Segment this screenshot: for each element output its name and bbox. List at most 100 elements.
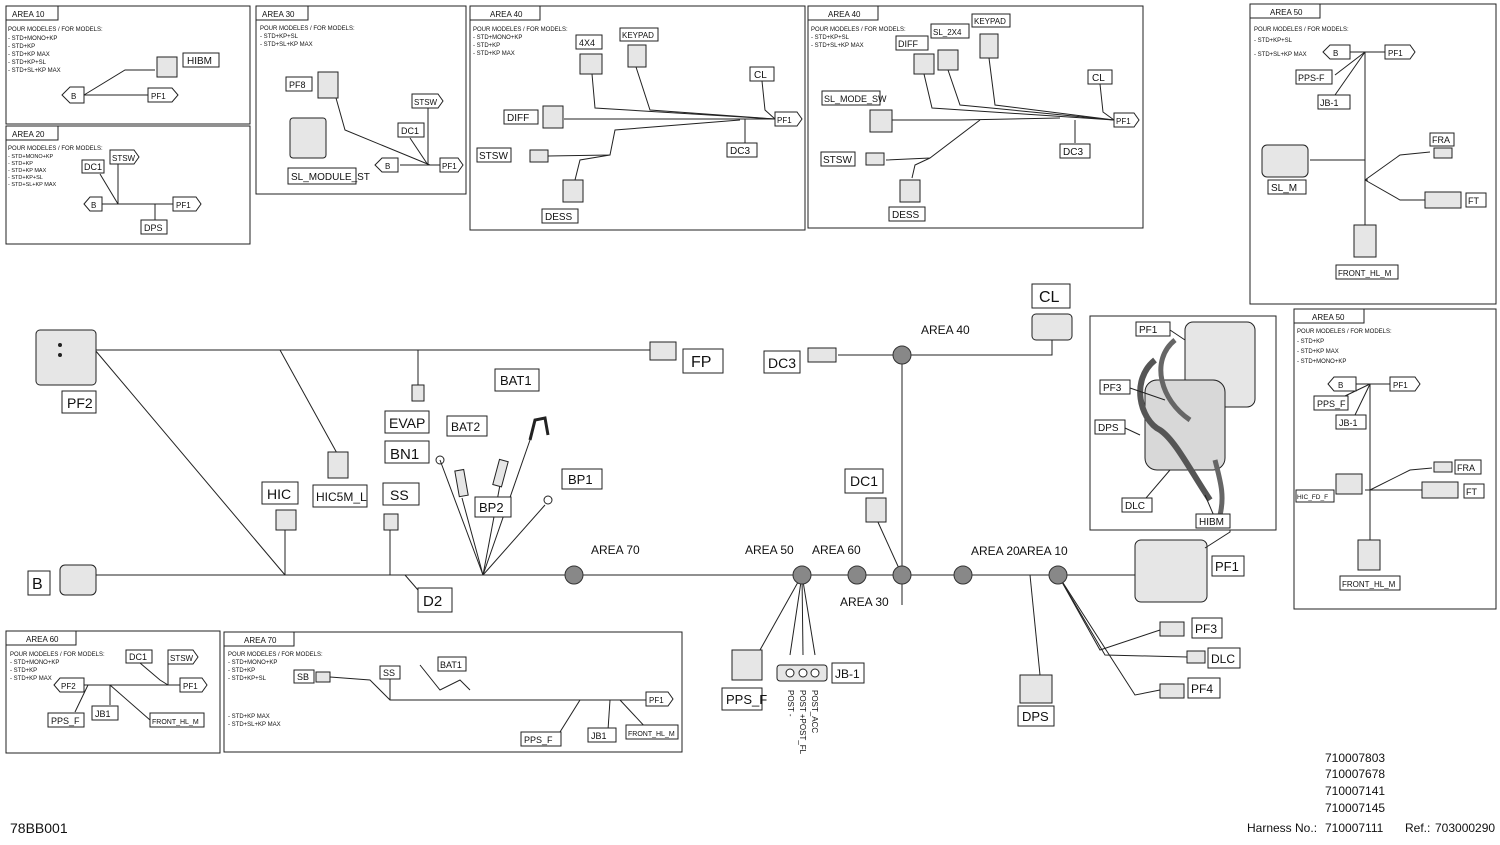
- ppsf-connector: [731, 649, 763, 681]
- area-node: [847, 565, 867, 585]
- fp-connector: [649, 341, 677, 361]
- model-item: - STD+SL+KP MAX: [1254, 52, 1307, 58]
- model-item: - STD+KP+SL: [8, 175, 43, 181]
- area-node: [953, 565, 973, 585]
- label-b: B: [91, 201, 96, 210]
- label-stsw: STSW: [823, 155, 852, 166]
- area-node: [892, 345, 912, 365]
- label-4x4: 4X4: [579, 38, 595, 48]
- inset-area-50a: AREA 50 POUR MODELES / FOR MODELS: - STD…: [1249, 3, 1497, 305]
- area-node: [792, 565, 812, 585]
- area-20-label: AREA 20: [971, 544, 1020, 558]
- label-slm: SL_M: [1271, 183, 1297, 194]
- models-header: POUR MODELES / FOR MODELS:: [10, 652, 105, 658]
- label-pf1: PF1: [1388, 49, 1403, 58]
- area-node: [892, 565, 912, 585]
- inset-area-40b: AREA 40 POUR MODELES / FOR MODELS: - STD…: [807, 5, 1144, 229]
- label-bn1: BN1: [390, 446, 419, 463]
- label-b: B: [32, 576, 43, 593]
- models-header: POUR MODELES / FOR MODELS:: [8, 146, 103, 152]
- inset-area-50b: AREA 50 POUR MODELES / FOR MODELS: - STD…: [1293, 308, 1497, 610]
- models-header: POUR MODELES / FOR MODELS:: [473, 27, 568, 33]
- label-stsw: STSW: [112, 154, 136, 163]
- model-item: - STD+MONO+KP: [228, 660, 277, 666]
- model-item: - STD+KP+SL: [811, 35, 850, 41]
- label-ppsf: PPS_F: [726, 692, 767, 707]
- models-header: POUR MODELES / FOR MODELS:: [1297, 329, 1392, 335]
- inset-title: AREA 70: [244, 636, 277, 645]
- inset-area-10: AREA 10 POUR MODELES / FOR MODELS: - STD…: [5, 5, 251, 125]
- label-fronthl: FRONT_HL_M: [152, 719, 199, 726]
- detail-label-hibm: HIBM: [1199, 517, 1224, 528]
- harness-number: 710007803: [1325, 751, 1385, 765]
- model-item: - STD+MONO+KP: [473, 35, 522, 41]
- label-cl: CL: [1039, 289, 1060, 306]
- inset-area-20: AREA 20 POUR MODELES / FOR MODELS: - STD…: [5, 125, 251, 245]
- label-bp1: BP1: [568, 472, 593, 487]
- ss-connector: [383, 513, 399, 531]
- label-sb: SB: [297, 672, 309, 682]
- label-pf1: PF1: [183, 682, 198, 691]
- area-40-label: AREA 40: [921, 323, 970, 337]
- main-harness: AREA 70 AREA 50 AREA 60 AREA 30 AREA 20 …: [27, 283, 1245, 755]
- label-evap: EVAP: [389, 415, 425, 431]
- label-dess: DESS: [892, 210, 920, 221]
- label-keypad: KEYPAD: [974, 17, 1006, 26]
- model-item: - STD+KP+SL: [228, 676, 267, 682]
- model-item: - STD+KP MAX: [8, 168, 47, 174]
- dc1-connector: [865, 497, 887, 523]
- label-dc3: DC3: [768, 355, 796, 371]
- harness-number: 710007145: [1325, 801, 1385, 815]
- inset-title: AREA 40: [490, 10, 523, 19]
- label-hic: HIC: [267, 486, 291, 502]
- area-30-label: AREA 30: [840, 595, 889, 609]
- label-pf1: PF1: [176, 201, 191, 210]
- b-connector: [59, 564, 97, 596]
- model-item: - STD+SL+KP MAX: [811, 43, 864, 49]
- area-node: [564, 565, 584, 585]
- label-ppsf: PPS_F: [524, 735, 553, 745]
- model-item: - STD+KP: [228, 668, 255, 674]
- ref-value: 703000290: [1435, 821, 1495, 835]
- area-50-label: AREA 50: [745, 543, 794, 557]
- inset-title: AREA 20: [12, 130, 45, 139]
- hic-connector: [275, 509, 297, 531]
- model-item: - STD+KP MAX: [473, 51, 515, 57]
- label-jb1: JB-1: [1339, 418, 1358, 428]
- label-bp2: BP2: [479, 500, 504, 515]
- dps-connector: [1019, 674, 1053, 704]
- pf2-connector: [35, 329, 97, 386]
- models-header: POUR MODELES / FOR MODELS:: [1254, 27, 1349, 33]
- detail-label-pf1: PF1: [1139, 325, 1158, 336]
- harness-number: 710007111: [1325, 821, 1384, 835]
- label-jb1: JB1: [95, 709, 111, 719]
- label-ppsf: PPS_F: [51, 716, 80, 726]
- label-bat1: BAT1: [500, 373, 532, 388]
- label-dps: DPS: [1022, 709, 1049, 724]
- label-fronthl: FRONT_HL_M: [1338, 269, 1392, 278]
- model-item: - STD+SL+KP MAX: [8, 68, 61, 74]
- model-item: - STD+SL+KP MAX: [260, 42, 313, 48]
- cl-connector: [1031, 313, 1073, 341]
- label-dlc: DLC: [1211, 652, 1235, 666]
- label-jb1: JB-1: [835, 667, 860, 681]
- label-pf1: PF1: [649, 696, 664, 705]
- model-item: - STD+MONO+KP: [8, 154, 54, 160]
- harness-number: 710007678: [1325, 767, 1385, 781]
- label-jb1: JB1: [591, 731, 607, 741]
- label-hic5m: HIC5M_L: [316, 490, 367, 504]
- label-ft: FT: [1468, 196, 1479, 206]
- model-item: - STD+KP: [1297, 339, 1324, 345]
- label-diff: DIFF: [898, 39, 918, 49]
- post-label: POST_ACC: [810, 690, 819, 733]
- inset-area-70: AREA 70 POUR MODELES / FOR MODELS: - STD…: [223, 631, 683, 753]
- model-item: - STD+SL+KP MAX: [8, 182, 57, 188]
- label-stsw: STSW: [414, 98, 438, 107]
- inset-title: AREA 10: [12, 10, 45, 19]
- inset-area-30: AREA 30 POUR MODELES / FOR MODELS: - STD…: [255, 5, 467, 195]
- label-b: B: [1333, 49, 1338, 58]
- label-cl: CL: [1092, 73, 1105, 84]
- label-ss: SS: [383, 668, 395, 678]
- label-pf1: PF1: [151, 92, 166, 101]
- models-header: POUR MODELES / FOR MODELS:: [811, 27, 906, 33]
